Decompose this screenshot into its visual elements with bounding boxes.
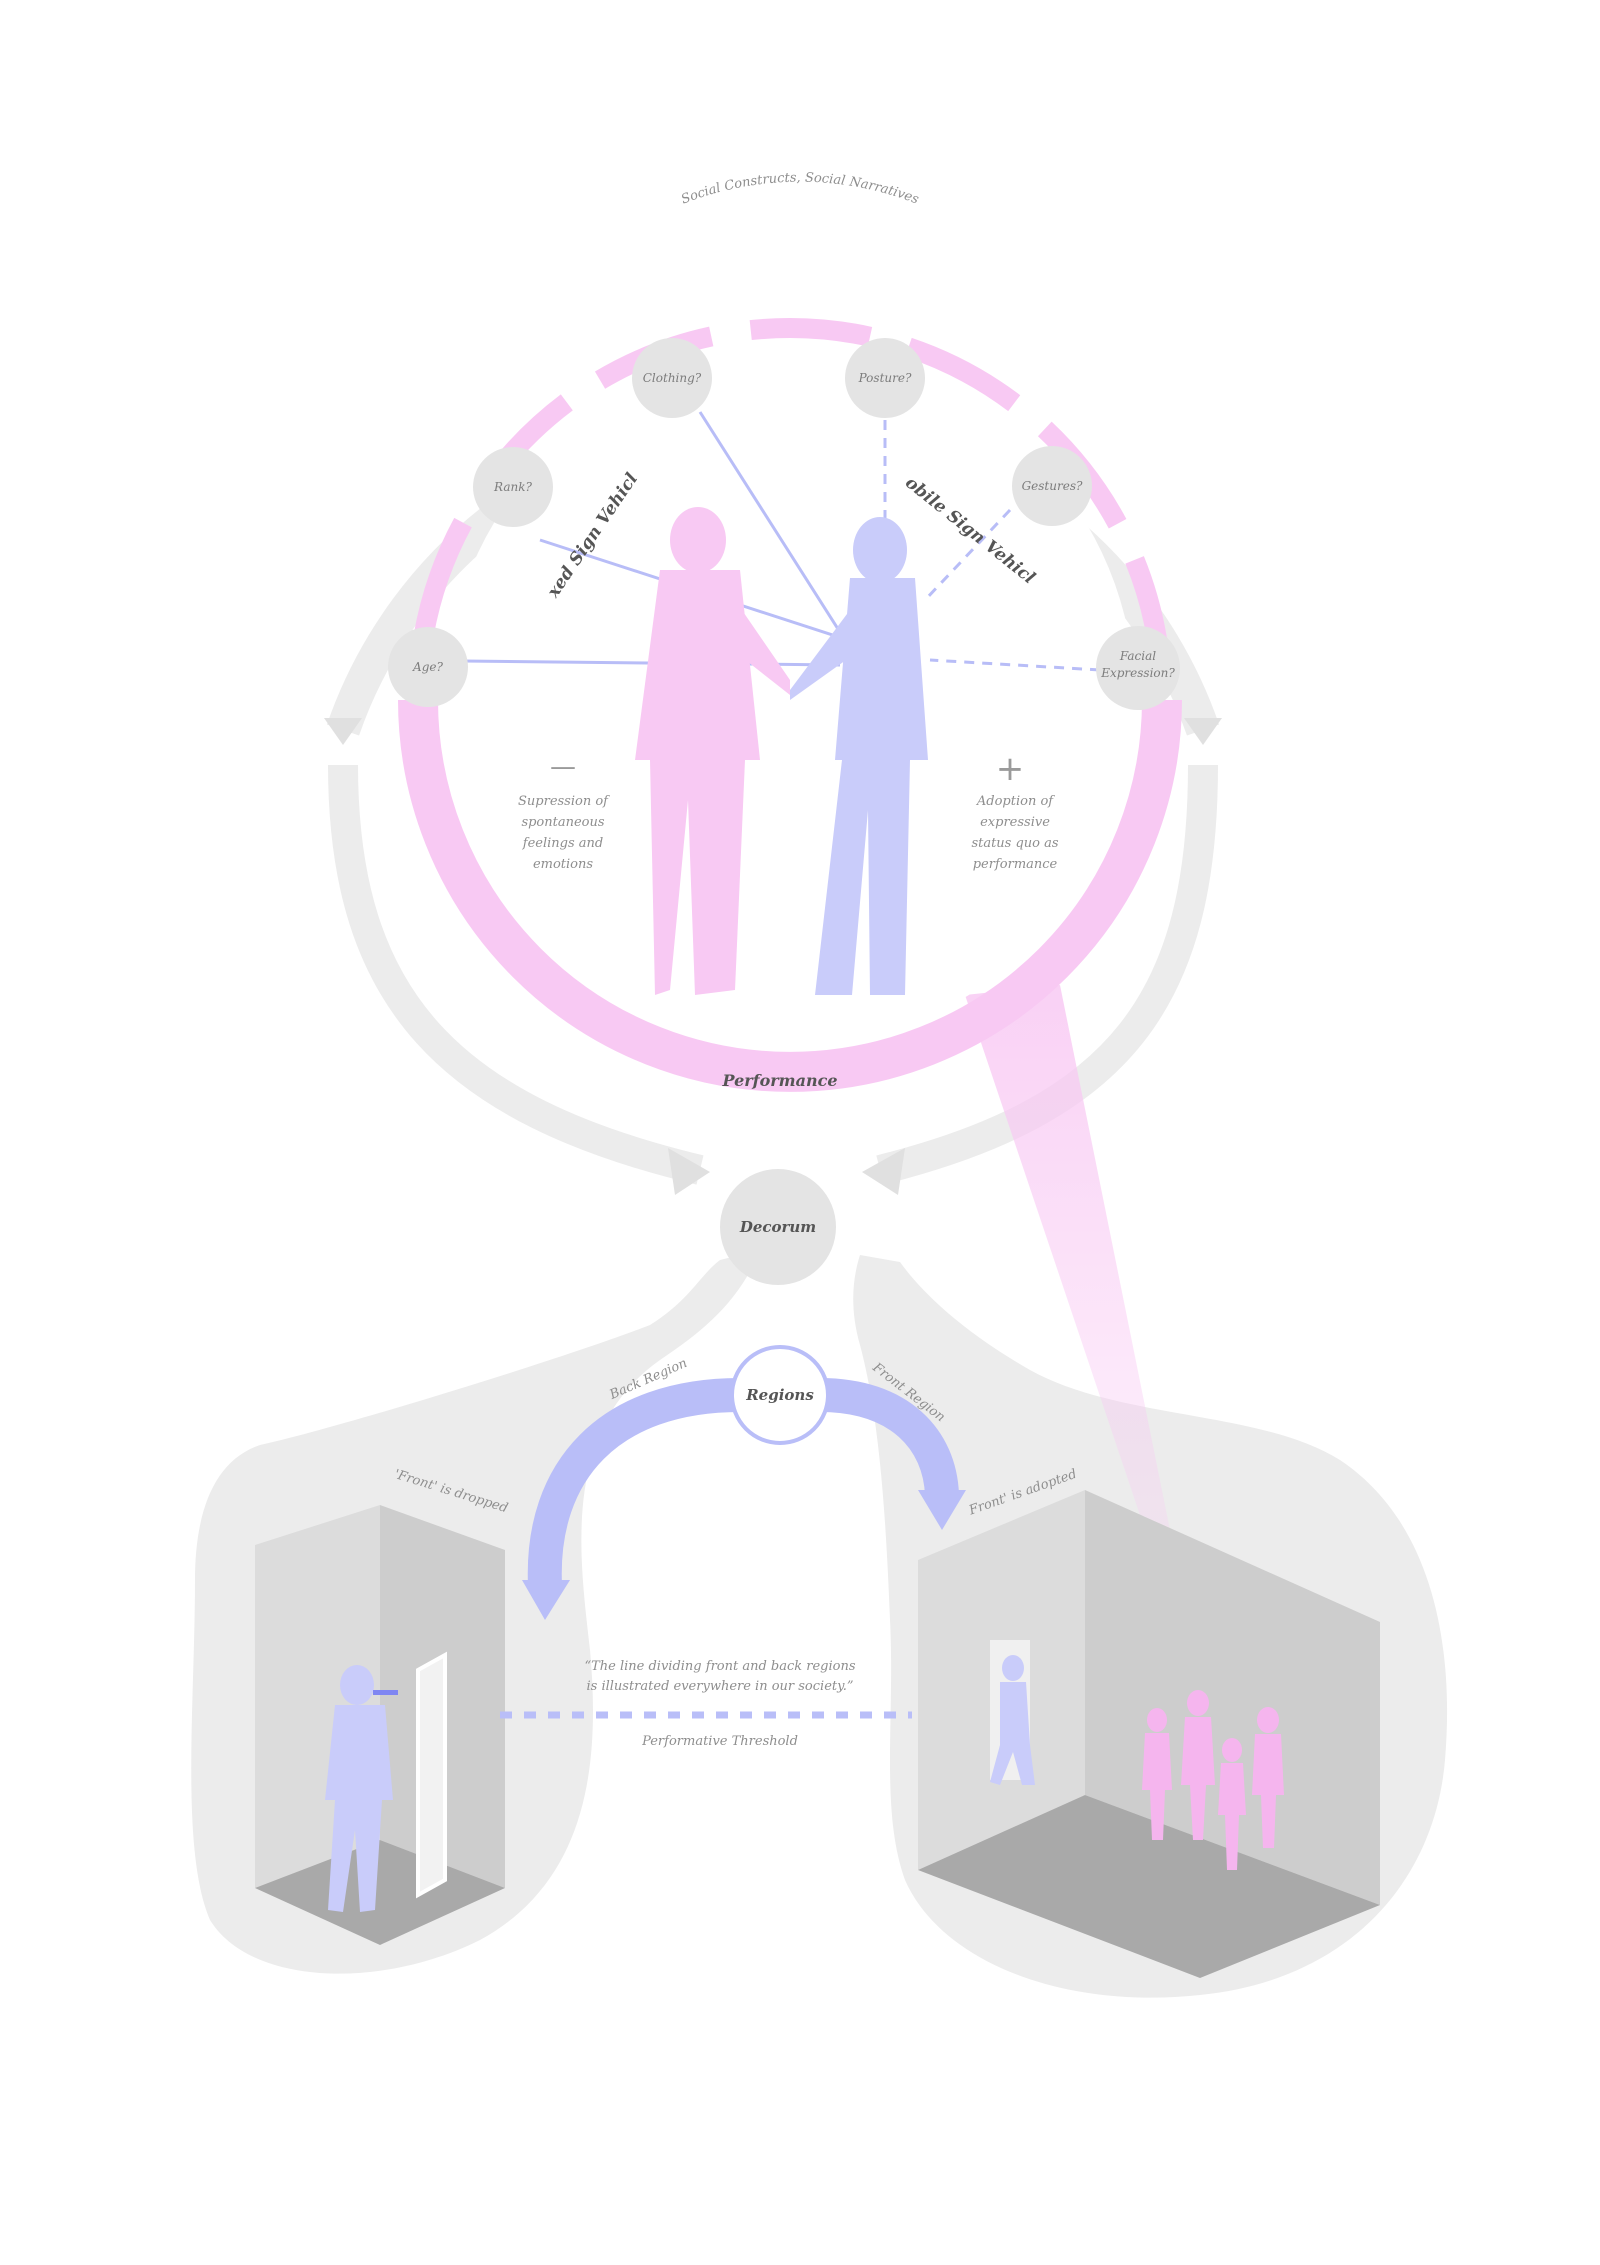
minus-symbol: — [550, 752, 576, 782]
sign-vehicle-nodes: Age? Rank? Clothing? Posture? Gestures? … [388, 338, 1180, 710]
quote-line-2: is illustrated everywhere in our society… [586, 1679, 853, 1694]
mirror [416, 1651, 447, 1899]
node-age-label: Age? [412, 660, 443, 674]
node-facial-label-1: Facial [1119, 649, 1156, 663]
left-room: 'Front' is dropped [255, 1467, 510, 1945]
front-region-arrow-band [819, 1378, 959, 1497]
left-text-3: feelings and [522, 836, 603, 851]
audience-pink-figures [1142, 1690, 1284, 1870]
performance-ring-lower [398, 699, 1182, 1092]
node-rank-label: Rank? [493, 480, 532, 494]
right-text-2: expressive [980, 815, 1050, 830]
node-clothing [632, 338, 712, 418]
back-region-arrowhead [522, 1580, 570, 1620]
left-text-4: emotions [533, 857, 593, 872]
node-posture [845, 338, 925, 418]
node-facial-label-2: Expression? [1100, 666, 1175, 680]
right-text-3: status quo as [971, 836, 1058, 851]
performance-label: Performance [721, 1071, 837, 1090]
left-decorum-band [328, 764, 704, 1185]
back-region-blue-figure [325, 1665, 393, 1912]
right-decorum-band [876, 764, 1218, 1185]
back-region-arrow-band [527, 1378, 741, 1586]
node-clothing-label: Clothing? [643, 371, 702, 385]
toothbrush-icon [373, 1690, 398, 1695]
performative-threshold-label: Performative Threshold [641, 1734, 798, 1749]
right-decorum-arrowhead [862, 1148, 905, 1195]
pink-figure [635, 507, 790, 995]
line-gestures [923, 508, 1012, 602]
pink-performance-beam [965, 985, 1170, 1545]
outer-ring-label: Social Constructs, Social Narratives [679, 171, 921, 208]
right-description: Adoption of expressive status quo as per… [971, 794, 1058, 872]
blue-figure [790, 517, 928, 995]
decorum-node [720, 1169, 836, 1285]
node-age [388, 627, 468, 707]
left-text-1: Supression of [518, 794, 610, 809]
regions-node [730, 1345, 830, 1445]
right-text-1: Adoption of [976, 794, 1055, 809]
front-region-arrowhead [918, 1490, 966, 1530]
front-region-blue-figure [990, 1655, 1035, 1785]
decorum-label: Decorum [739, 1218, 816, 1236]
quote-line-1: “The line dividing front and back region… [584, 1659, 855, 1674]
node-posture-label: Posture? [858, 371, 912, 385]
right-room-floor [918, 1795, 1380, 1978]
line-clothing [698, 411, 847, 641]
left-decorum-arrowhead [668, 1148, 710, 1195]
node-rank [473, 447, 553, 527]
node-gestures-label: Gestures? [1022, 479, 1083, 493]
right-text-4: performance [973, 857, 1058, 872]
node-gestures [1012, 446, 1092, 526]
plus-symbol: + [996, 749, 1025, 789]
left-description: Supression of spontaneous feelings and e… [518, 794, 610, 872]
node-facial [1096, 626, 1180, 710]
left-text-2: spontaneous [521, 815, 604, 830]
regions-label: Regions [745, 1386, 814, 1404]
outer-ring-right-arrowhead [1184, 718, 1222, 745]
outer-ring-left-arrowhead [324, 718, 362, 745]
